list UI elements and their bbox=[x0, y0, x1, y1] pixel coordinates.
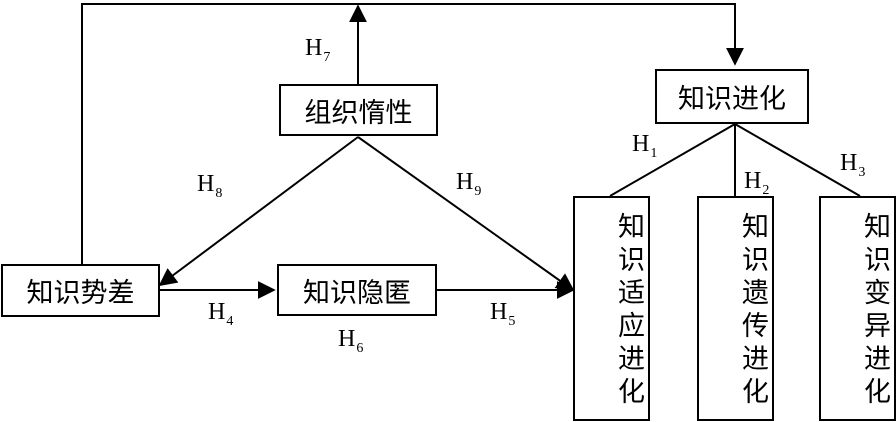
label-h2: H2 bbox=[744, 168, 770, 198]
link-h1 bbox=[609, 123, 736, 197]
node-knowledge-hiding: 知识隐匿 bbox=[277, 264, 437, 316]
label-h3: H3 bbox=[840, 150, 866, 180]
label-h7: H7 bbox=[305, 35, 331, 65]
node-org-inertia: 组织惰性 bbox=[279, 84, 438, 136]
label-h6: H6 bbox=[338, 326, 364, 356]
loop-connector bbox=[81, 3, 744, 266]
arrow-h9 bbox=[357, 136, 575, 292]
node-variation-evolution: 知识变异进化 bbox=[819, 196, 896, 421]
arrow-h8 bbox=[158, 136, 359, 287]
node-knowledge-evolution: 知识进化 bbox=[655, 69, 809, 124]
node-adaptive-evolution: 知识适应进化 bbox=[573, 196, 650, 421]
label-h8: H8 bbox=[197, 171, 223, 201]
label-h9: H9 bbox=[456, 169, 482, 199]
node-genetic-evolution: 知识遗传进化 bbox=[697, 196, 774, 421]
label-h4: H4 bbox=[208, 299, 234, 329]
node-knowledge-gap: 知识势差 bbox=[1, 264, 160, 317]
link-h3 bbox=[734, 123, 861, 197]
label-h5: H5 bbox=[490, 299, 516, 329]
label-h1: H1 bbox=[632, 131, 658, 161]
